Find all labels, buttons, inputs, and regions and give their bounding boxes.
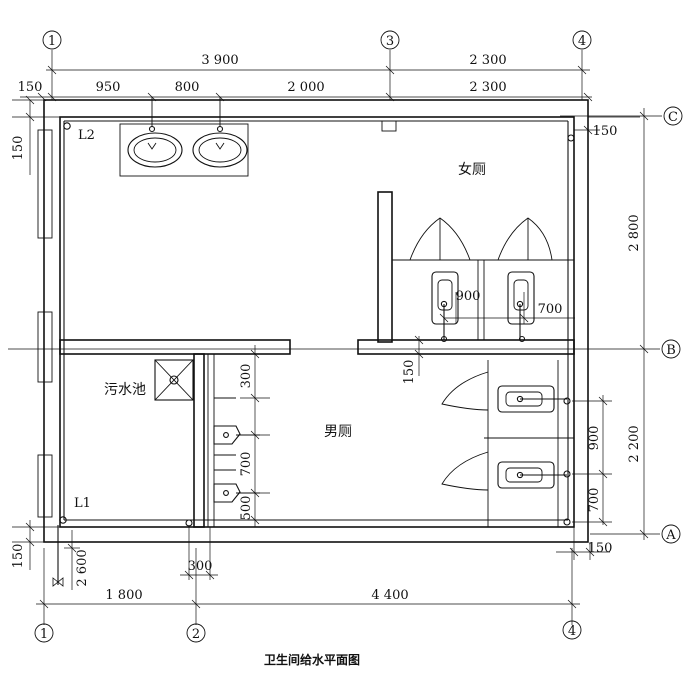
riser-l1-label: L1 [74,496,91,511]
dim-women-900: 900 [456,289,481,304]
riser-l1: L1 [59,496,91,524]
women-toilet-2 [507,271,535,325]
axis-bubble-bottom-1: 1 [34,623,54,643]
axis-bubble-top-3: 3 [380,30,400,50]
room-label-mop-sink: 污水池 [104,382,146,398]
riser-l2: L2 [63,122,95,143]
dim-bottom-4400: 4 400 [371,588,408,603]
riser-point [563,470,571,478]
dimension-lines [12,65,649,609]
pipe-sleeve [381,120,397,132]
wash-basin-counter [119,97,249,177]
urinal-2 [213,483,241,503]
women-toilet-1 [431,271,459,325]
dim-right-150-bottom: 150 [588,541,613,556]
interior-walls [59,191,575,528]
riser-point [563,518,571,526]
axis-label-top-3: 3 [386,34,394,49]
outer-walls [43,99,589,543]
axis-label-top-4: 4 [578,34,586,49]
room-label-women: 女厕 [458,161,486,178]
axis-label-bottom-1: 1 [40,627,48,642]
supply-pipes [57,120,569,585]
dim-bottom-1800: 1 800 [105,588,142,603]
dim-top-2300: 2 300 [469,80,506,95]
axis-bubble-right-b: B [661,339,681,359]
dim-men-300: 300 [239,364,254,389]
dim-men-700: 700 [239,452,254,477]
urinal-1 [213,425,241,445]
riser-point [440,335,448,343]
axis-label-bottom-2: 2 [192,627,200,642]
dim-men-500: 500 [239,496,254,521]
dim-right-700: 700 [587,488,602,513]
axis-bubble-top-4: 4 [572,30,592,50]
axis-bubble-right-a: A [661,524,681,544]
dim-top-overall-left: 3 900 [201,53,238,68]
axis-bubble-bottom-4: 4 [562,620,582,640]
men-stall-doors [441,371,489,491]
drawing-title: 卫生间给水平面图 [264,652,360,667]
dim-right-2800: 2 800 [627,214,642,251]
axis-label-top-1: 1 [48,34,56,49]
dim-left-150-bottom: 150 [11,544,26,569]
axis-bubble-bottom-2: 2 [186,623,206,643]
axis-label-bottom-4: 4 [568,624,576,639]
axis-label-right-b: B [666,343,676,358]
dim-bottom-300: 300 [188,559,213,574]
dim-right-2200: 2 200 [627,425,642,462]
axis-lines [8,50,662,625]
dim-top-overall-right: 2 300 [469,53,506,68]
dim-top-150: 150 [18,80,43,95]
dim-right-150-top: 150 [593,124,618,139]
dim-left-150-top: 150 [11,136,26,161]
dim-right-900: 900 [587,426,602,451]
dim-top-2000: 2 000 [287,80,324,95]
riser-point [567,134,575,142]
room-label-men: 男厕 [324,424,352,440]
dim-women-700: 700 [538,302,563,317]
dim-mid-150: 150 [402,360,417,385]
left-windows [37,129,53,518]
mop-sink [154,359,194,401]
riser-l2-label: L2 [78,128,95,143]
axis-bubble-right-c: C [663,106,683,126]
riser-point [563,397,571,405]
axis-label-right-c: C [668,110,678,125]
women-stall-doors [409,217,553,261]
dim-left-2600: 2 600 [75,549,90,586]
axis-bubble-top-1: 1 [42,30,62,50]
riser-point [518,335,526,343]
axis-label-right-a: A [665,528,676,543]
dim-top-800: 800 [175,80,200,95]
dim-top-950: 950 [96,80,121,95]
